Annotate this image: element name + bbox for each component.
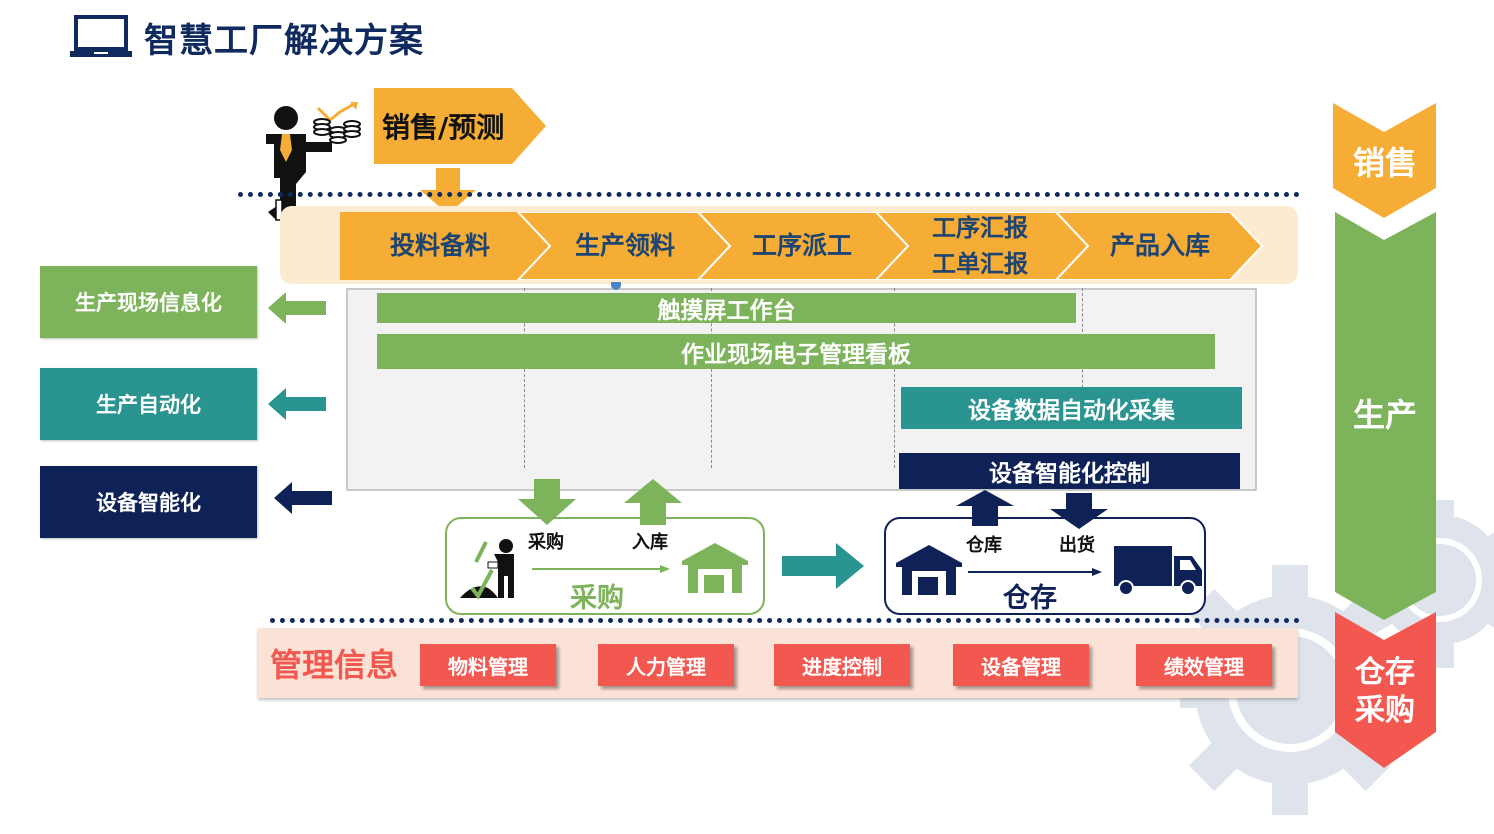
process-step-5: 产品入库 [1109,231,1210,260]
process-step-4-line2: 工单汇报 [932,250,1028,278]
process-step-shape [874,212,1090,280]
page-title: 智慧工厂解决方案 [144,20,424,61]
management-item-hr[interactable]: 人力管理 [598,644,734,686]
process-step-shape [340,212,550,280]
chevron-production-label: 生产 [1352,396,1417,434]
laptop-icon [70,15,132,57]
procurement-title: 采购 [570,583,624,614]
bar-smart-control: 设备智能化控制 [899,453,1240,489]
chevron-sales [1333,103,1436,218]
arrow-down-icon [420,168,476,214]
divider-top [238,192,1300,197]
management-title: 管理信息 [270,646,399,684]
process-step-4: 工序汇报 工单汇报 [890,212,1070,280]
category-automation: 生产自动化 [40,368,257,440]
chevron-warehouse-label: 仓存 采购 [1330,654,1440,730]
process-step-3: 工序派工 [751,231,852,260]
process-step-shape [516,212,732,280]
chevron-sales-label: 销售 [1352,144,1417,182]
chevron-production [1335,212,1436,620]
process-step-4-line1: 工序汇报 [932,214,1028,242]
grid-divider [894,288,895,468]
grid-divider [711,288,712,468]
chevron-warehouse [1335,612,1436,768]
process-chevrons [340,212,1264,280]
arrow-down-icon [518,479,576,525]
sales-forecast-label: 销售/预测 [382,111,505,144]
coins-growth-icon [313,102,361,144]
divider-bottom [270,618,1300,623]
management-item-progress[interactable]: 进度控制 [774,644,910,686]
chevron-warehouse-line2: 采购 [1355,693,1415,728]
warehouse-up-label: 仓库 [966,535,1002,556]
arrow-left-icon [268,292,326,324]
management-item-performance[interactable]: 绩效管理 [1136,644,1272,686]
arrow-left-icon [268,388,326,420]
sales-forecast-arrow [374,88,546,164]
process-step-2: 生产领料 [574,231,675,260]
worker-checklist-icon [460,539,514,600]
process-step-shape [696,212,910,280]
bar-touchscreen: 触摸屏工作台 [377,293,1076,324]
warehouse-down-label: 出货 [1059,535,1095,556]
stage-chevrons [1333,103,1436,768]
arrow-up-icon [624,479,682,525]
truck-icon [1114,546,1202,596]
warehouse-title: 仓存 [1003,583,1057,614]
category-smart-equipment: 设备智能化 [40,466,257,538]
warehouse-icon [682,543,748,593]
arrow-right-icon [782,543,864,589]
warehouse-icon [896,545,962,595]
procurement-down-label: 采购 [528,532,564,553]
chevron-warehouse-line1: 仓存 [1355,655,1415,690]
process-step-shape [1054,212,1264,280]
arrow-up-icon [956,490,1014,526]
page-header: 智慧工厂解决方案 [70,12,424,62]
management-item-material[interactable]: 物料管理 [420,644,556,686]
businessman-icon [266,106,332,221]
process-step-1: 投料备料 [389,231,490,260]
bar-kanban: 作业现场电子管理看板 [377,334,1215,369]
procurement-up-label: 入库 [632,532,668,553]
bar-data-collection: 设备数据自动化采集 [901,387,1242,429]
category-info: 生产现场信息化 [40,266,257,338]
marker-dot [611,282,621,290]
grid-divider [524,288,525,468]
management-item-equipment[interactable]: 设备管理 [953,644,1089,686]
flow-arrow-icon [532,565,670,573]
arrow-left-icon [274,482,332,514]
flow-arrow-icon [968,568,1102,576]
arrow-down-icon [1050,493,1108,529]
